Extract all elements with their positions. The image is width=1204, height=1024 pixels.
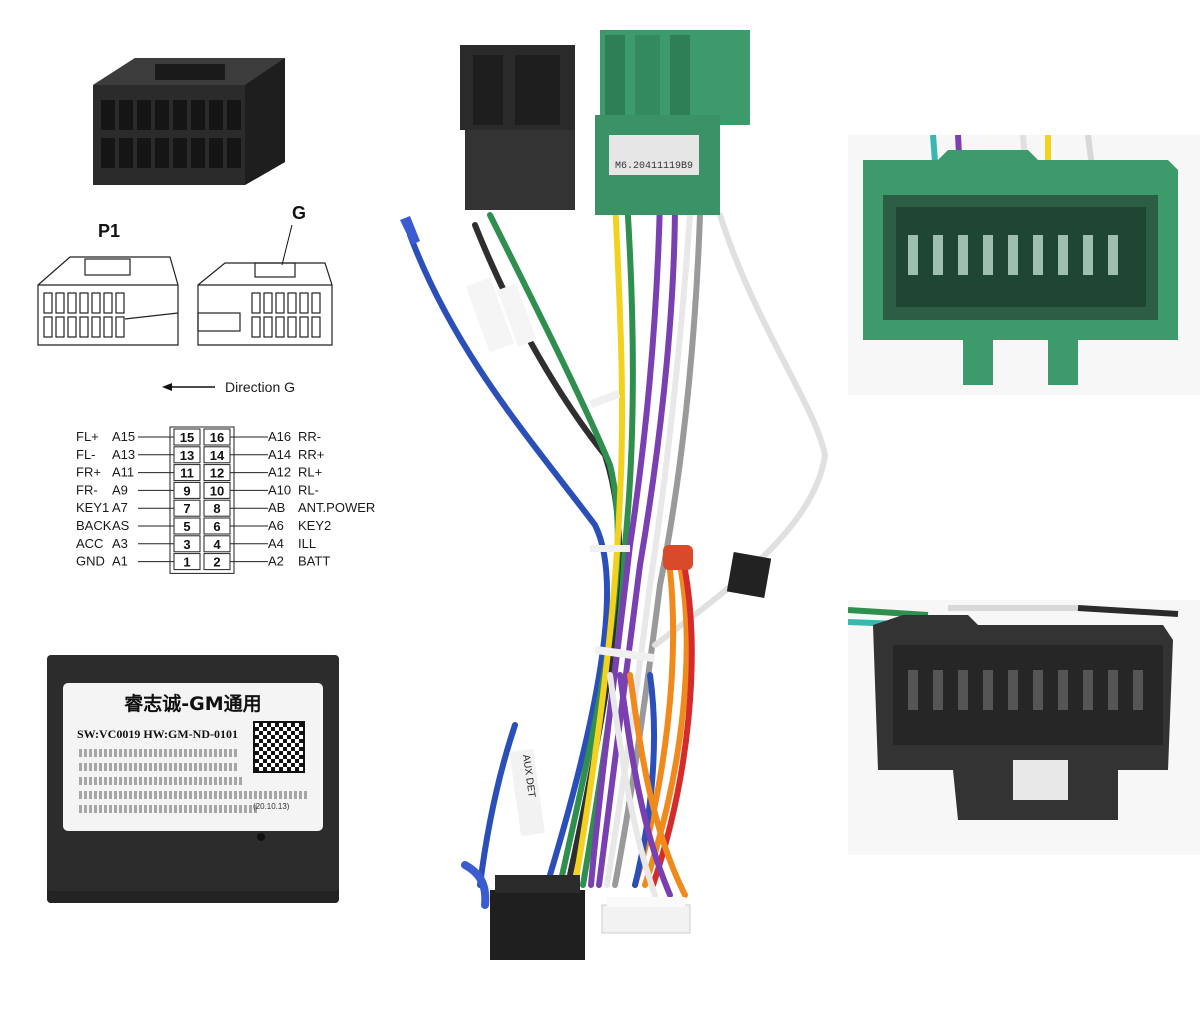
pin-left-number: 1: [183, 555, 190, 570]
p1-label: P1: [98, 221, 120, 241]
pin-right-number: 10: [210, 483, 224, 498]
head-unit-connector: [490, 875, 585, 960]
pin-right-name: RL+: [298, 465, 322, 480]
pin-box: [173, 481, 201, 499]
pin-right-number: 4: [213, 537, 221, 552]
pin-left-number: 15: [180, 430, 194, 445]
pin-left-name: FL-: [76, 447, 96, 462]
canbox-sticker: 睿志诚-GM通用 SW:VC0019 HW:GM-ND-0101 (20.10.…: [63, 683, 323, 841]
pin-right-code: A6: [268, 518, 284, 533]
wiring-harness-photo: M6.20411119B9 AUX DET: [400, 30, 829, 960]
connector-line-drawing: P1 G Direction G: [37, 203, 333, 395]
pin-left-code: AS: [112, 518, 130, 533]
pin-right-name: BATT: [298, 554, 330, 569]
pin-left-number: 5: [183, 519, 190, 534]
pin-left-number: 9: [183, 483, 190, 498]
pin-left-name: FR-: [76, 482, 98, 497]
qr-code: [253, 721, 305, 773]
pin-left-name: FR+: [76, 465, 101, 480]
pin-left-name: BACK: [76, 518, 112, 533]
pin-box: [173, 464, 201, 482]
pin-box: [173, 446, 201, 464]
black-connector-closeup: [848, 600, 1200, 855]
direction-text: Direction G: [225, 379, 295, 395]
pin-right-number: 2: [213, 555, 220, 570]
canbox-dot: [257, 833, 265, 841]
green-plug-text: M6.20411119B9: [615, 161, 693, 172]
pin-left-name: ACC: [76, 536, 103, 551]
pin-box: [173, 535, 201, 553]
pin-right-code: AB: [268, 500, 285, 515]
pin-right-code: A4: [268, 536, 284, 551]
pin-right-code: A12: [268, 465, 291, 480]
pin-box: [173, 517, 201, 535]
pin-left-code: A3: [112, 536, 128, 551]
pin-left-number: 7: [183, 501, 190, 516]
pin-left-number: 13: [180, 448, 194, 463]
pin-left-name: FL+: [76, 429, 99, 444]
pin-right-code: A14: [268, 447, 291, 462]
pin-left-code: A15: [112, 429, 135, 444]
pin-left-code: A11: [112, 465, 134, 480]
pin-left-name: GND: [76, 554, 105, 569]
pin-box: [173, 553, 201, 571]
g-label: G: [292, 203, 306, 223]
pin-right-name: RR-: [298, 429, 321, 444]
pin-right-code: A2: [268, 554, 284, 569]
pin-right-number: 8: [213, 501, 220, 516]
pin-left-code: A9: [112, 482, 128, 497]
black-vehicle-plug: [460, 45, 575, 210]
pin-right-name: ILL: [298, 536, 316, 551]
pin-box: [173, 499, 201, 517]
pin-right-number: 6: [213, 519, 220, 534]
pin-right-number: 14: [210, 448, 225, 463]
pin-right-name: ANT.POWER: [298, 500, 375, 515]
p1-connector-photo: [93, 58, 285, 185]
pin-right-name: RR+: [298, 447, 324, 462]
pin-right-code: A10: [268, 482, 291, 497]
pin-left-number: 3: [183, 537, 190, 552]
pin-right-name: RL-: [298, 482, 319, 497]
pin-left-code: A13: [112, 447, 135, 462]
white-connector: [601, 897, 691, 934]
green-vehicle-plug: M6.20411119B9: [595, 30, 750, 215]
pin-box: [173, 428, 201, 446]
pin-left-number: 11: [180, 466, 194, 481]
pin-right-number: 16: [210, 430, 224, 445]
pin-right-number: 12: [210, 466, 224, 481]
canbox-title: 睿志诚-GM通用: [124, 693, 262, 715]
canbox-version: SW:VC0019 HW:GM-ND-0101: [77, 727, 238, 741]
canbox-photo: 睿志诚-GM通用 SW:VC0019 HW:GM-ND-0101 (20.10.…: [47, 655, 339, 903]
pin-right-name: KEY2: [298, 518, 331, 533]
green-connector-closeup: [848, 135, 1200, 395]
pin-right-code: A16: [268, 429, 291, 444]
canbox-date: (20.10.13): [253, 802, 290, 811]
pin-block-frame: [169, 426, 235, 574]
pin-left-name: KEY1: [76, 500, 109, 515]
pin-left-code: A1: [112, 554, 128, 569]
pin-left-code: A7: [112, 500, 128, 515]
